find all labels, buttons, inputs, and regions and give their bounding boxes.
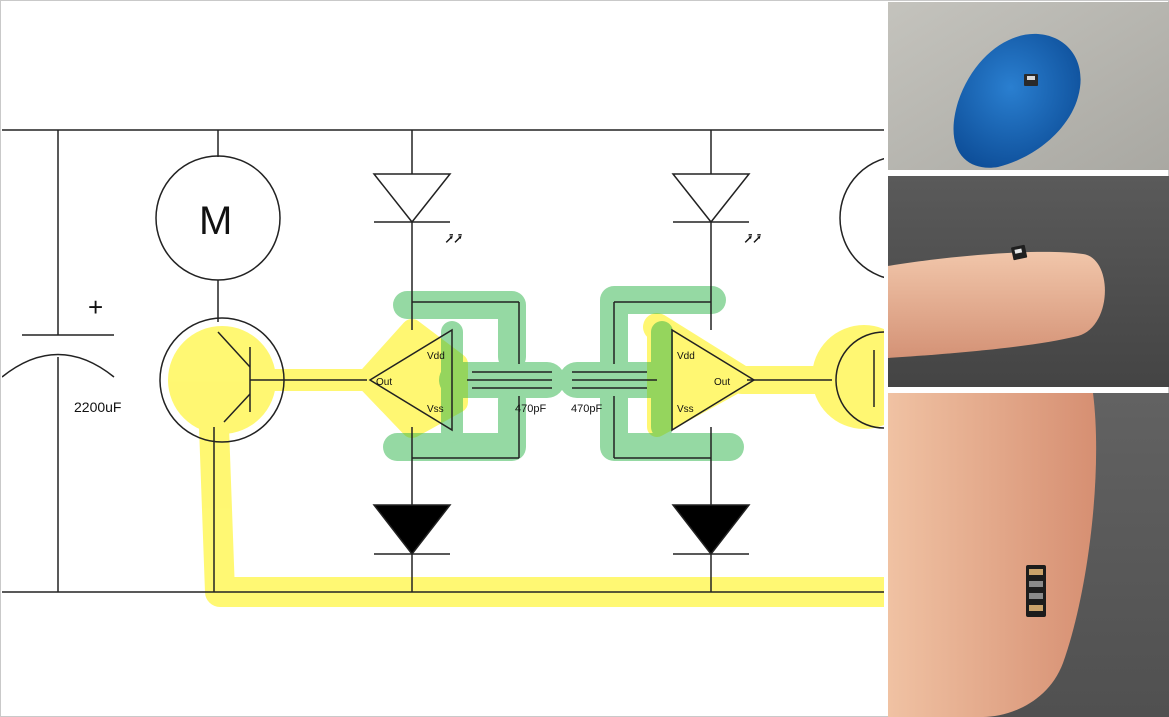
comparator-right-out: Out — [714, 377, 730, 388]
comparator-left — [368, 328, 453, 432]
comparator-right — [671, 328, 756, 432]
photo-blue-putty — [888, 2, 1169, 170]
photodiode-left — [372, 173, 452, 224]
motor-label: M — [199, 199, 232, 243]
comparator-right-vss: Vss — [677, 404, 694, 415]
circuit-wires — [2, 129, 884, 593]
cap-right-value: 470pF — [571, 403, 602, 415]
photodiode-arrows-right: ⭷⭷ — [744, 231, 761, 247]
diode-left — [372, 504, 452, 556]
photodiode-arrows-left: ⭷⭷ — [445, 231, 462, 247]
comparator-left-vss: Vss — [427, 404, 444, 415]
comparator-left-out: Out — [376, 377, 392, 388]
circuit-schematic: + 2200uF M ⭷⭷ ⭷⭷ Vdd Out Vss Vdd Out Vss… — [2, 2, 884, 716]
comparator-right-vdd: Vdd — [677, 351, 695, 362]
photodiode-right — [671, 173, 751, 224]
comparator-left-vdd: Vdd — [427, 351, 445, 362]
photo-fingertip-chip-array — [888, 393, 1169, 717]
photo-fingertip-chip — [888, 176, 1169, 387]
capacitor-main-value: 2200uF — [74, 399, 121, 415]
diode-right — [671, 504, 751, 556]
cap-left-value: 470pF — [515, 403, 546, 415]
capacitor-polarity: + — [88, 292, 103, 322]
